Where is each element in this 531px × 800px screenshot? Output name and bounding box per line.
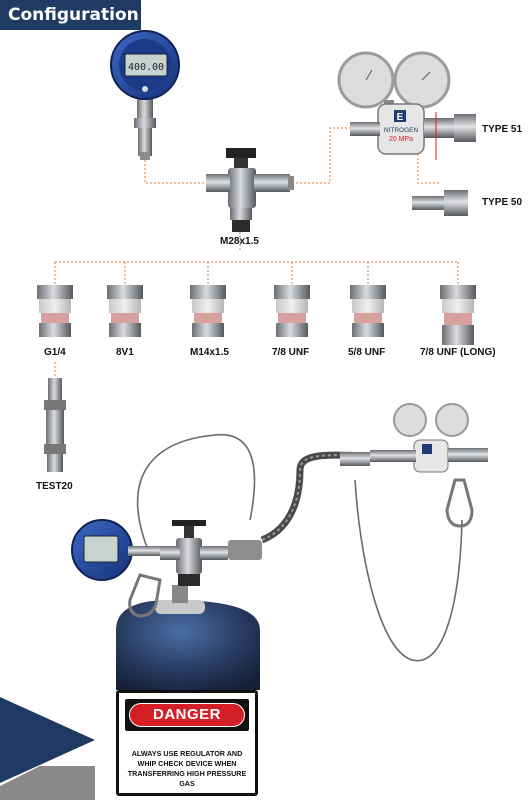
- label-adapter-m14x1-5: M14x1.5: [190, 347, 229, 358]
- regulator-top: [337, 51, 476, 160]
- digital-gauge-top: [110, 30, 180, 160]
- adapter-8v1: [107, 285, 143, 337]
- label-adapter-8v1: 8V1: [116, 347, 134, 358]
- carabiner-right: [445, 478, 474, 528]
- danger-line-3: TRANSFERRING HIGH PRESSURE GAS: [127, 769, 247, 788]
- label-adapter-7-8-unf: 7/8 UNF: [272, 347, 310, 358]
- danger-title: DANGER: [129, 703, 245, 727]
- regulator-pressure: 20 MPa: [389, 136, 413, 143]
- adapter-set: [37, 285, 476, 345]
- danger-sign: DANGER ALWAYS USE REGULATOR AND WHIP CHE…: [116, 690, 258, 796]
- section-title: Configuration: [0, 0, 141, 30]
- adapter-m14x1-5: [190, 285, 226, 337]
- charging-valve-center: [206, 148, 294, 232]
- carabiner-left: [128, 573, 162, 618]
- test20-adapter: [44, 378, 66, 472]
- danger-banner: DANGER: [125, 699, 249, 731]
- decor-chevrons: [0, 697, 95, 800]
- regulator-gas: NITROGEN: [384, 127, 419, 134]
- adapter-7-8-unf-long: [440, 285, 476, 345]
- label-adapter-g1-4: G1/4: [44, 347, 66, 358]
- label-type50: TYPE 50: [482, 197, 523, 208]
- adapter-5-8-unf: [350, 285, 386, 337]
- label-m28: M28x1.5: [220, 236, 259, 247]
- label-adapter-5-8-unf: 5/8 UNF: [348, 347, 386, 358]
- label-test20: TEST20: [36, 481, 73, 492]
- regulator-bottom: [340, 403, 488, 473]
- connection-lines: [54, 127, 459, 378]
- danger-message: ALWAYS USE REGULATOR AND WHIP CHECK DEVI…: [123, 749, 251, 789]
- type50-fitting: [412, 190, 468, 216]
- label-adapter-7-8-unf-long: 7/8 UNF (LONG): [420, 347, 496, 358]
- gauge-readout: 400.00: [128, 62, 164, 73]
- whip-check-cables: [136, 434, 463, 662]
- adapter-g1-4: [37, 285, 73, 337]
- label-type51: TYPE 51: [482, 124, 523, 135]
- cylinder-valve: [160, 520, 262, 586]
- digital-gauge-bottom: [71, 519, 160, 581]
- danger-line-2: WHIP CHECK DEVICE WHEN: [137, 759, 237, 768]
- adapter-7-8-unf: [274, 285, 310, 337]
- gas-cylinder: [116, 585, 260, 690]
- regulator-logo: E: [397, 112, 404, 123]
- danger-line-1: ALWAYS USE REGULATOR AND: [131, 749, 243, 758]
